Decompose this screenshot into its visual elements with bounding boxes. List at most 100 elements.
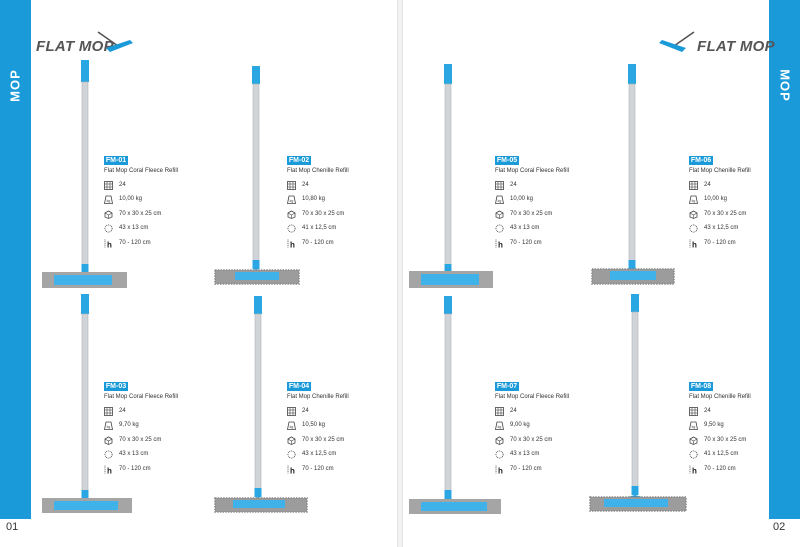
spec-value: 10,80 kg [302, 196, 326, 202]
svg-text:h: h [498, 240, 503, 248]
handle-length-icon: h [104, 465, 112, 474]
product-name: Flat Mop Coral Fleece Refill [495, 168, 570, 174]
spec-value: 41 x 12,5 cm [704, 451, 739, 457]
page-number-right: 02 [773, 521, 786, 533]
spec-carton-count: 24 [104, 181, 196, 191]
spec-value: 43 x 13 cm [510, 225, 540, 231]
spec-value: 10,50 kg [302, 422, 326, 428]
product-code-badge: FM-01 [104, 156, 128, 165]
handle-length-icon: h [689, 239, 697, 248]
spec-value: 70 x 30 x 25 cm [302, 211, 345, 217]
spec-carton-count: 24 [104, 407, 196, 417]
svg-text:h: h [107, 466, 112, 474]
spec-value: 43 x 12,5 cm [704, 225, 739, 231]
product-fm-04: FM-04 Flat Mop Chenille Refill 24 kg 10,… [205, 274, 395, 544]
spec-carton-count: 24 [495, 407, 587, 417]
mop-illustration [42, 294, 132, 513]
spec-value: 24 [119, 408, 126, 414]
spec-handle-length: h 70 - 120 cm [104, 465, 196, 475]
product-fm-06: FM-06 Flat Mop Chenille Refill 24 kg 10,… [582, 48, 772, 318]
spec-value: 70 - 120 cm [510, 466, 542, 472]
spec-value: 9,00 kg [510, 422, 530, 428]
spec-value: 70 - 120 cm [302, 466, 334, 472]
spec-value: 43 x 12,5 cm [302, 451, 337, 457]
refill-size-icon [689, 224, 698, 233]
handle-length-icon: h [104, 239, 112, 248]
side-label-right: MOP [777, 69, 793, 102]
carton-count-icon [104, 181, 113, 190]
mop-illustration [409, 64, 493, 288]
product-name: Flat Mop Chenille Refill [689, 394, 751, 400]
box-size-icon [104, 436, 113, 445]
spec-value: 10,00 kg [510, 196, 534, 202]
svg-text:h: h [498, 466, 503, 474]
box-size-icon [495, 436, 504, 445]
svg-text:kg: kg [107, 425, 111, 429]
spec-value: 70 - 120 cm [510, 240, 542, 246]
spec-refill-size: 43 x 13 cm [495, 224, 587, 234]
refill-size-icon [287, 224, 296, 233]
spec-weight: kg 9,70 kg [104, 421, 196, 431]
weight-icon: kg [689, 195, 698, 204]
product-fm-02: FM-02 Flat Mop Chenille Refill 24 kg 10,… [205, 48, 395, 318]
weight-icon: kg [495, 421, 504, 430]
spec-refill-size: 43 x 13 cm [495, 450, 587, 460]
spec-handle-length: h 70 - 120 cm [287, 239, 379, 249]
spec-box-size: 70 x 30 x 25 cm [287, 210, 379, 220]
weight-icon: kg [287, 195, 296, 204]
spec-carton-count: 24 [689, 407, 781, 417]
spec-box-size: 70 x 30 x 25 cm [495, 436, 587, 446]
box-size-icon [104, 210, 113, 219]
handle-length-icon: h [495, 465, 503, 474]
box-size-icon [287, 210, 296, 219]
brand-title-left: FLAT MOP [36, 38, 114, 55]
refill-size-icon [287, 450, 296, 459]
spec-value: 10,00 kg [704, 196, 728, 202]
mop-illustration [42, 60, 127, 288]
mop-illustration [591, 64, 675, 285]
carton-count-icon [495, 181, 504, 190]
product-name: Flat Mop Coral Fleece Refill [495, 394, 570, 400]
product-code-badge: FM-06 [689, 156, 713, 165]
spec-handle-length: h 70 - 120 cm [495, 465, 587, 475]
spec-value: 24 [302, 182, 309, 188]
mop-illustration [589, 294, 687, 512]
flat-mop-icon [659, 31, 695, 52]
spec-box-size: 70 x 30 x 25 cm [689, 210, 781, 220]
spec-weight: kg 10,00 kg [104, 195, 196, 205]
carton-count-icon [495, 407, 504, 416]
side-bar-left: MOP [0, 0, 31, 519]
product-code-badge: FM-05 [495, 156, 519, 165]
box-size-icon [689, 436, 698, 445]
spec-value: 70 x 30 x 25 cm [119, 211, 162, 217]
spec-value: 43 x 13 cm [510, 451, 540, 457]
mop-illustration [214, 66, 300, 285]
product-fm-01: FM-01 Flat Mop Coral Fleece Refill 24 kg… [32, 48, 222, 318]
spec-value: 24 [302, 408, 309, 414]
spec-box-size: 70 x 30 x 25 cm [287, 436, 379, 446]
spec-value: 24 [704, 182, 711, 188]
svg-text:h: h [692, 466, 697, 474]
product-code-badge: FM-03 [104, 382, 128, 391]
spec-handle-length: h 70 - 120 cm [689, 465, 781, 475]
product-name: Flat Mop Chenille Refill [287, 168, 349, 174]
box-size-icon [495, 210, 504, 219]
spec-value: 70 - 120 cm [119, 466, 151, 472]
spec-refill-size: 43 x 13 cm [104, 450, 196, 460]
spec-value: 70 x 30 x 25 cm [704, 211, 747, 217]
svg-text:kg: kg [290, 199, 294, 203]
spec-weight: kg 10,00 kg [689, 195, 781, 205]
mop-illustration [214, 296, 308, 513]
spec-carton-count: 24 [287, 181, 379, 191]
carton-count-icon [689, 407, 698, 416]
spec-weight: kg 10,50 kg [287, 421, 379, 431]
spec-value: 43 x 13 cm [119, 451, 149, 457]
svg-text:kg: kg [290, 425, 294, 429]
spec-refill-size: 41 x 12,5 cm [287, 224, 379, 234]
spec-weight: kg 10,00 kg [495, 195, 587, 205]
spec-box-size: 70 x 30 x 25 cm [104, 436, 196, 446]
svg-text:h: h [692, 240, 697, 248]
spec-carton-count: 24 [689, 181, 781, 191]
mop-illustration [409, 296, 501, 514]
